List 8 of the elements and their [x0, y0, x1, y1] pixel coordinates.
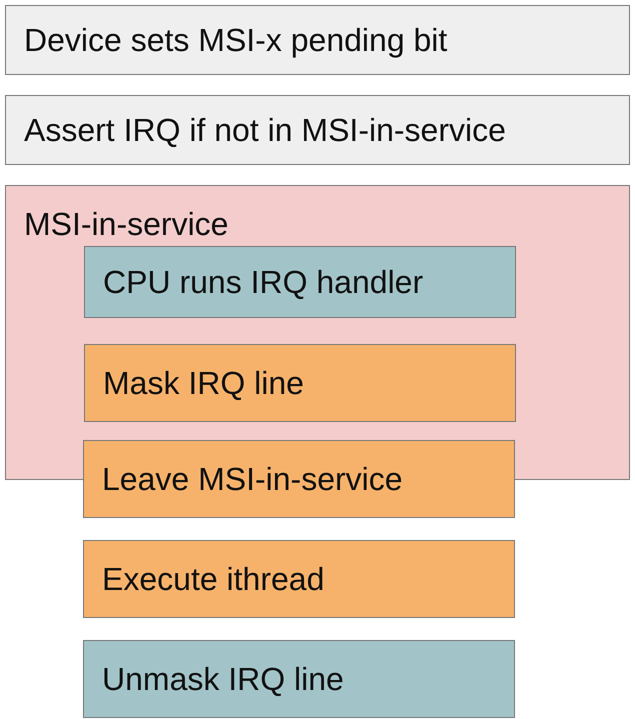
process-box: Leave MSI-in-service: [83, 440, 515, 518]
process-box: Device sets MSI-x pending bit: [5, 5, 630, 75]
process-box: Unmask IRQ line: [83, 640, 515, 718]
group-title: MSI-in-service: [24, 206, 228, 243]
process-box: Execute ithread: [83, 540, 515, 618]
process-box: Mask IRQ line: [84, 344, 516, 422]
process-box: CPU runs IRQ handler: [84, 246, 516, 318]
process-box: Assert IRQ if not in MSI-in-service: [5, 95, 630, 165]
